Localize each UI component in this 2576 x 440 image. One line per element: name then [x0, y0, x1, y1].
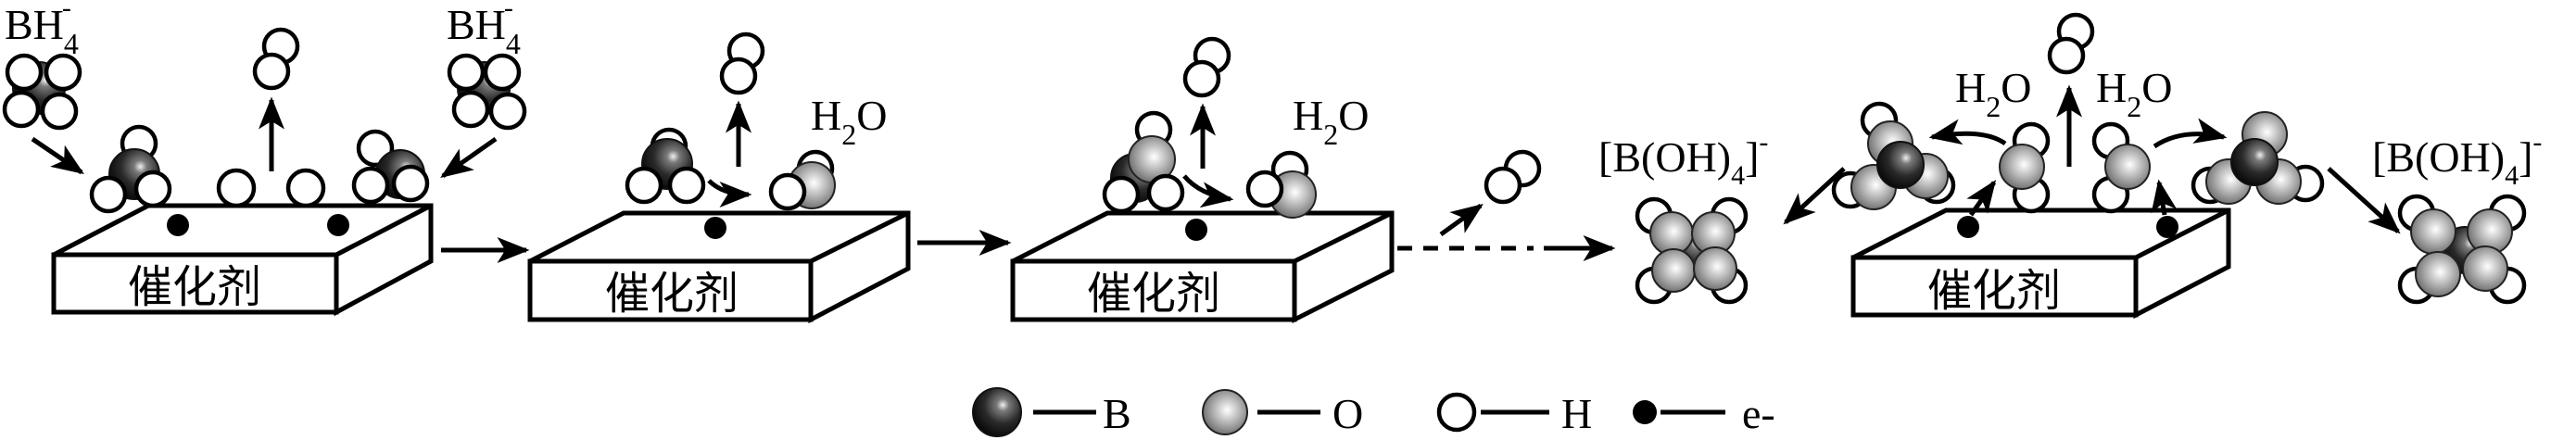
legend-item-oxygen: O [1202, 389, 1363, 437]
catalyst-block-4: 催化剂 [1850, 207, 2231, 320]
stage-1: BH4- BH4- [2, 0, 527, 317]
arrow-oh-transfer-left [1928, 119, 2007, 146]
h2-molecule-released [252, 27, 300, 91]
arrow-adsorb-left [31, 136, 84, 175]
boh4-molecule-right [2397, 194, 2527, 305]
product-label-right: [B(OH)4]- [2372, 127, 2542, 191]
adsorbed-h-atom [216, 168, 257, 208]
adsorbed-h2o [768, 149, 836, 211]
electron [704, 217, 726, 239]
electron [327, 214, 349, 236]
arrow-electron-transfer [1966, 180, 1997, 217]
catalyst-label: 催化剂 [605, 268, 739, 320]
legend-label-o: O [1332, 390, 1363, 437]
arrow-electron-transfer [2151, 179, 2178, 216]
catalyst-label: 催化剂 [128, 261, 261, 313]
legend-label-e: e- [1742, 390, 1775, 437]
h2o-label: H2O [1293, 92, 1369, 151]
arrow-product-release-left [1783, 167, 1846, 225]
adsorbed-bh2oh [1102, 110, 1185, 214]
stage-3: H2O 催化剂 [1010, 36, 1395, 324]
h2o-label-left: H2O [1955, 64, 2031, 123]
boh3-molecule-right [2191, 111, 2325, 205]
catalyst-label: 催化剂 [1087, 268, 1220, 320]
hydrogen-atom-icon [1436, 392, 1477, 433]
stage-2: H2O 催化剂 [527, 31, 911, 324]
arrow-h-transfer [707, 179, 752, 207]
h2-molecule-released [1484, 149, 1542, 205]
electron [167, 214, 189, 236]
arrow-product-release-right [2327, 167, 2401, 234]
electron [1957, 216, 1979, 238]
catalyst-block-3: 催化剂 [1010, 210, 1395, 324]
electron-icon [1633, 400, 1657, 424]
arrow-oh-transfer-right [2153, 118, 2228, 149]
electron [2156, 216, 2178, 238]
adsorbed-h2o [1245, 150, 1317, 219]
bh4-molecule-left [2, 53, 82, 131]
bh4-label-left: BH4- [5, 0, 79, 60]
stage-4: H2O H2O 催化剂 [1831, 12, 2325, 320]
legend-label-b: B [1103, 390, 1131, 437]
bh4-molecule-right [447, 53, 527, 131]
h2-molecule-released [1182, 36, 1231, 98]
arrow-h-transfer [1182, 174, 1234, 208]
product-label-left: [B(OH)4]- [1598, 127, 1768, 191]
arrow-h2-release [1439, 203, 1484, 237]
electron [1185, 219, 1207, 241]
boron-atom-icon [972, 387, 1022, 437]
adsorbed-bh3-left [89, 124, 172, 214]
boh4-molecule-left [1635, 196, 1749, 305]
arrow-adsorb-right [440, 136, 498, 179]
legend-item-hydrogen: H [1436, 390, 1592, 437]
h2o-label: H2O [811, 92, 887, 151]
legend-item-boron: B [972, 387, 1131, 437]
h2-molecule-released [719, 31, 765, 95]
catalyst-block-2: 催化剂 [527, 210, 911, 324]
legend-label-h: H [1561, 390, 1592, 437]
h2o-label-right: H2O [2096, 64, 2172, 123]
legend-item-electron: e- [1633, 390, 1775, 437]
adsorbed-h-atom [285, 168, 326, 208]
boh3-molecule-left [1831, 101, 1956, 210]
catalyst-block-1: 催化剂 [51, 203, 434, 317]
adsorbed-bh3 [625, 127, 706, 205]
legend: B O H e- [972, 387, 1775, 437]
bh4-label-right: BH4- [447, 0, 521, 60]
adsorbed-h2o-right [2091, 121, 2151, 214]
catalyst-label: 催化剂 [1927, 265, 2061, 317]
oxygen-atom-icon [1202, 389, 1248, 435]
h2-molecule-released [2047, 12, 2095, 75]
adsorbed-h2o-left [1999, 121, 2051, 214]
adsorbed-bh3-right [351, 129, 430, 205]
